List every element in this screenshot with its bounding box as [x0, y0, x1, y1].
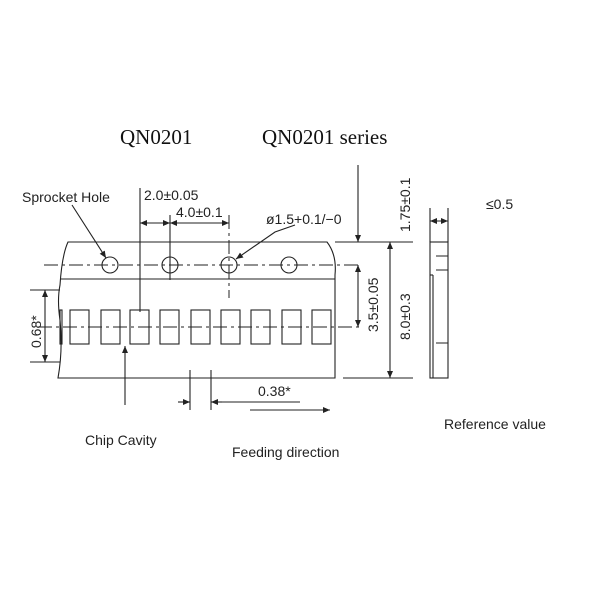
dim-thickness: ≤0.5	[486, 196, 513, 212]
dim-hole-diameter: ø1.5+0.1/−0	[266, 211, 342, 227]
title-qn0201: QN0201	[120, 125, 192, 149]
sprocket-hole	[280, 256, 298, 274]
dim-0-38: 0.38*	[258, 383, 291, 399]
diameter-leader-arrow	[235, 224, 296, 260]
chip-cavity	[159, 309, 180, 345]
feeding-direction-label: Feeding direction	[232, 444, 339, 460]
reference-value-label: Reference value	[444, 416, 546, 432]
chip-cavity-label: Chip Cavity	[85, 432, 157, 448]
sprocket-hole-label: Sprocket Hole	[22, 189, 110, 205]
sprocket-leader-arrow	[71, 204, 107, 259]
dim-8-0: 8.0±0.3	[397, 293, 413, 340]
chip-cavity	[59, 309, 63, 345]
tape-side-view	[429, 241, 449, 379]
sprocket-hole	[101, 256, 119, 274]
title-qn0201-series: QN0201 series	[262, 125, 387, 149]
dim-1-75: 1.75±0.1	[397, 177, 413, 232]
dim-3-5: 3.5±0.05	[365, 277, 381, 332]
dim-2-0: 2.0±0.05	[144, 187, 199, 203]
dim-4-0: 4.0±0.1	[176, 204, 223, 220]
dim-0-68: 0.68*	[28, 315, 44, 348]
